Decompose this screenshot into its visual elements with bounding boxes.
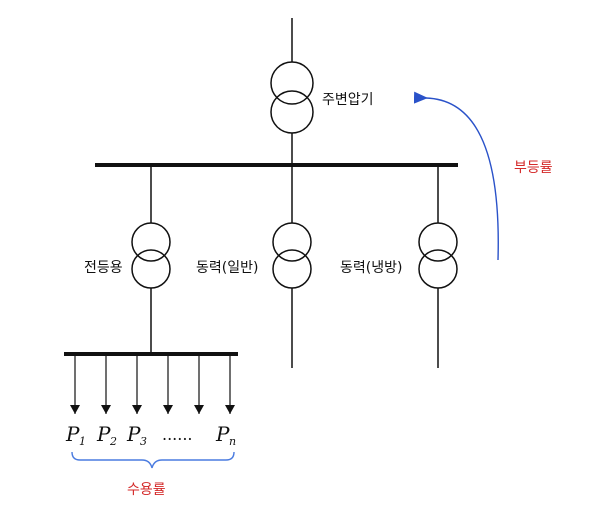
load-letter: P bbox=[126, 422, 141, 446]
demand-factor-label: 수용률 bbox=[127, 482, 166, 498]
load-letter: P bbox=[96, 422, 111, 446]
load-letter: P bbox=[65, 422, 80, 446]
load-label-p1: P 1 bbox=[65, 422, 86, 448]
load-subscript: 3 bbox=[140, 435, 147, 448]
load-ellipsis: ...... bbox=[162, 425, 193, 444]
main-transformer-label: 주변압기 bbox=[322, 92, 374, 108]
power-general-transformer-symbol bbox=[272, 222, 312, 289]
main-transformer-symbol bbox=[270, 61, 314, 134]
load-label-p2: P 2 bbox=[96, 422, 117, 448]
load-label-pn: P n bbox=[215, 422, 236, 448]
demand-factor-brace bbox=[71, 451, 235, 469]
power-cooling-label: 동력(냉방) bbox=[340, 260, 402, 276]
lighting-label: 전등용 bbox=[84, 260, 123, 276]
load-label-p3: P 3 bbox=[126, 422, 147, 448]
load-letter: P bbox=[215, 422, 230, 446]
diversity-factor-arrow bbox=[413, 91, 499, 261]
diversity-factor-label: 부등률 bbox=[514, 160, 553, 176]
load-subscript: 1 bbox=[79, 435, 86, 448]
lighting-transformer-symbol bbox=[131, 222, 171, 289]
load-subscript: 2 bbox=[109, 435, 117, 448]
load-arrows bbox=[70, 356, 235, 414]
load-subscript: n bbox=[229, 435, 236, 448]
power-cooling-transformer-symbol bbox=[418, 222, 458, 289]
power-general-label: 동력(일반) bbox=[196, 260, 258, 276]
